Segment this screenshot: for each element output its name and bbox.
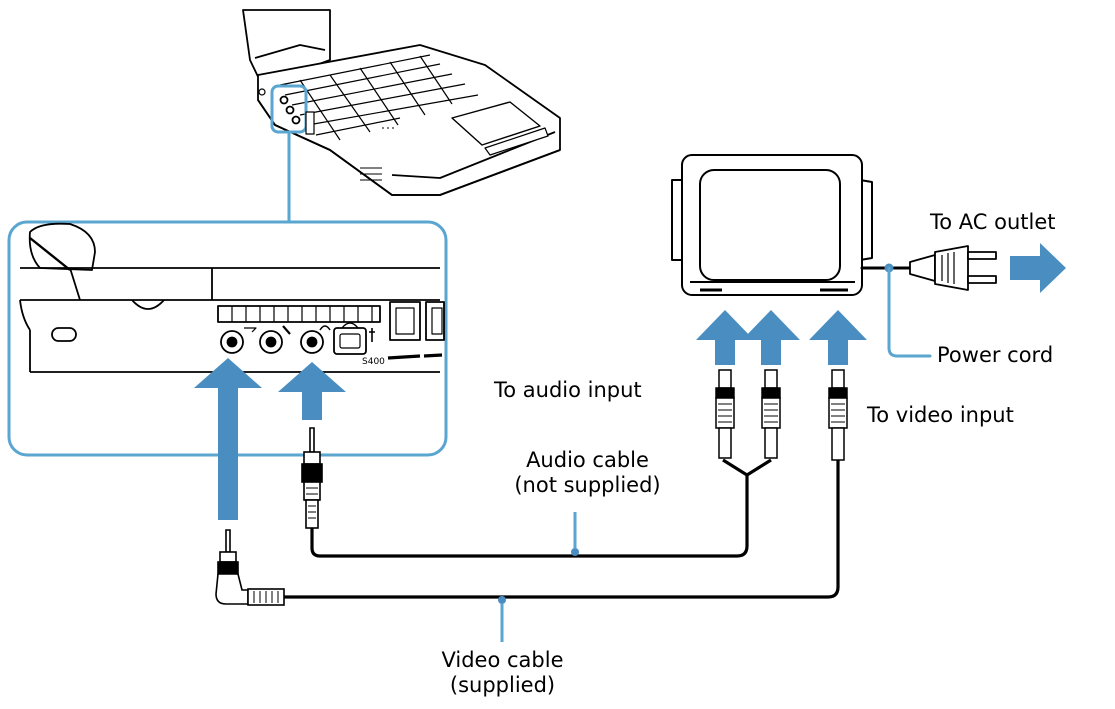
video-input-label: To video input (867, 403, 1014, 427)
video-cable-label: Video cable (supplied) (425, 648, 580, 698)
audio-input-label: To audio input (494, 378, 642, 402)
audio-cable-label: Audio cable (not supplied) (500, 448, 675, 498)
ac-outlet-label: To AC outlet (930, 210, 1056, 234)
ac-outlet-arrow (1010, 243, 1066, 293)
tv-illustration (671, 154, 873, 296)
power-plug-icon (909, 245, 997, 291)
video-cable-label-line2: (supplied) (449, 673, 556, 697)
tv-video-arrow (809, 310, 867, 365)
audio-cable-label-line1: Audio cable (526, 448, 649, 472)
audio-cable (301, 369, 781, 558)
video-cable (215, 369, 848, 642)
tv-audio-arrow-right (742, 310, 800, 365)
laptop-illustration (242, 9, 561, 196)
video-cable-label-line1: Video cable (441, 648, 564, 672)
audio-out-arrow (278, 362, 346, 420)
audio-cable-label-line2: (not supplied) (514, 473, 661, 497)
power-cord (860, 263, 932, 358)
tv-audio-arrow-left (696, 310, 754, 365)
arrows (194, 243, 1066, 520)
video-out-arrow (194, 358, 262, 520)
power-cord-label: Power cord (937, 343, 1054, 367)
firewire-port-label: S400 (362, 357, 385, 367)
